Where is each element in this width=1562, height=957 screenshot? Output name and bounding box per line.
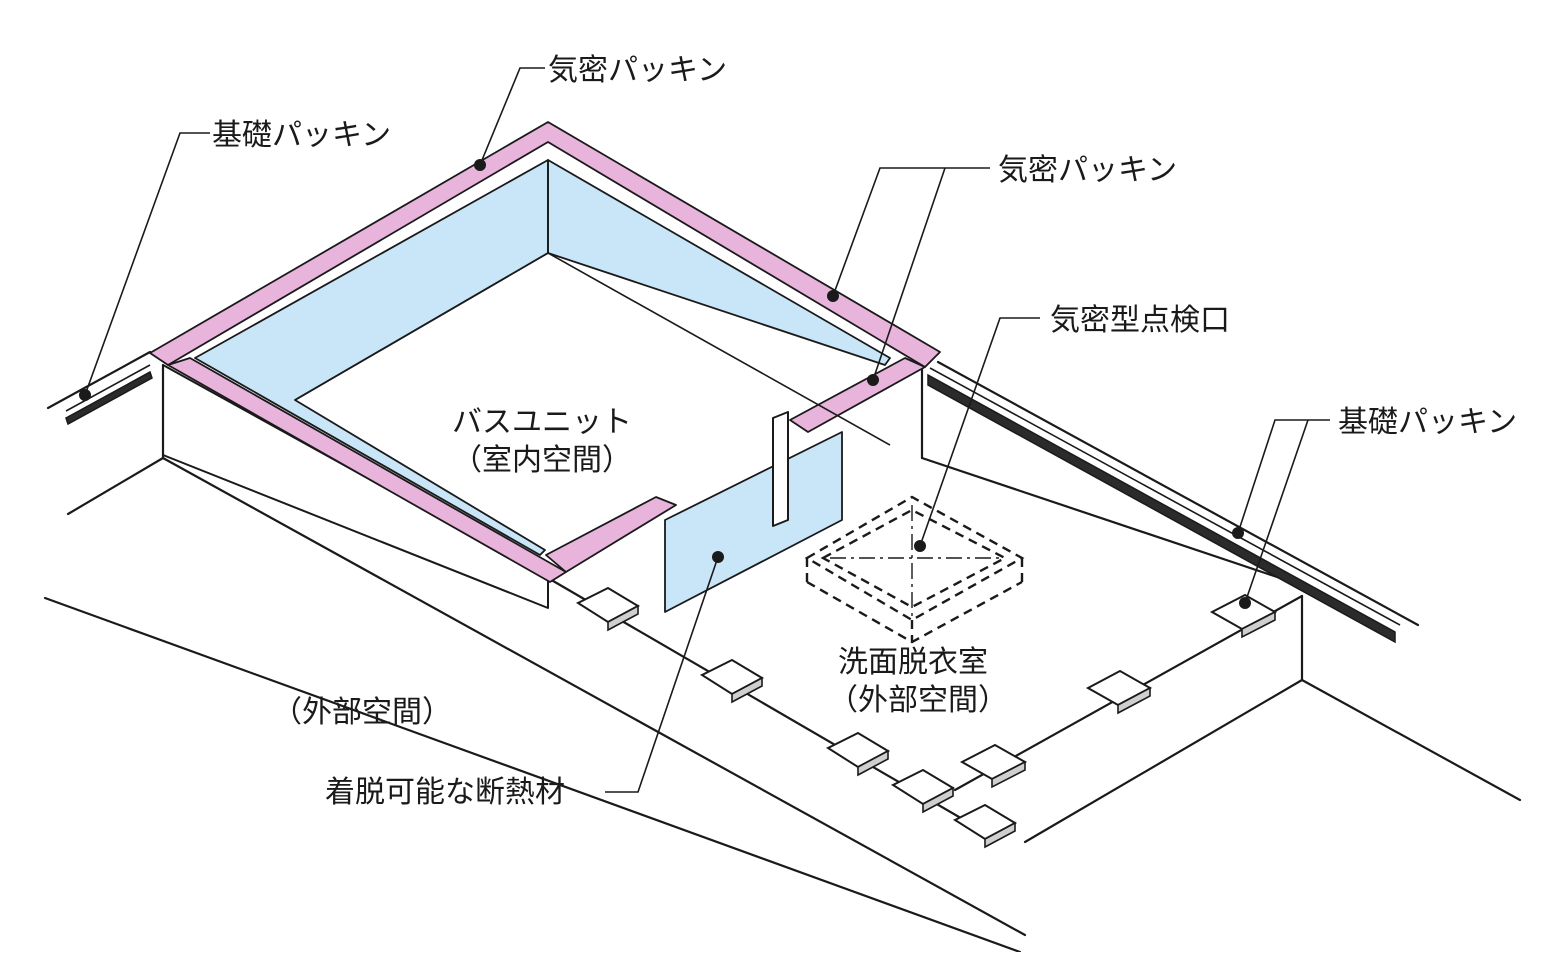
bath-floor-back-right — [547, 252, 891, 446]
inspection-hatch — [804, 495, 1025, 644]
dot-kiso-left — [79, 389, 91, 401]
dot-kimitsu-right-a — [827, 290, 839, 302]
right-outer-edge — [936, 360, 1420, 627]
label-removable-insulation: 着脱可能な断熱材 — [325, 775, 565, 810]
label-kiso-packing-right: 基礎パッキン — [1338, 405, 1517, 440]
dot-inspection — [914, 540, 926, 552]
pad-4 — [890, 768, 956, 814]
leaders — [79, 67, 1330, 793]
dot-kiso-right-a — [1232, 527, 1244, 539]
leader-kiso-left — [84, 132, 210, 396]
leader-insulation — [605, 556, 719, 793]
dot-insulation — [712, 551, 724, 563]
label-bath-unit-space: （室内空間） — [452, 443, 632, 478]
foundation-packing-left — [65, 370, 153, 426]
label-kimitsu-inspection: 気密型点検口 — [1050, 303, 1230, 338]
pad-7 — [1085, 669, 1153, 715]
label-washroom: 洗面脱衣室 — [838, 645, 988, 680]
foundation-pads — [575, 586, 1278, 849]
pad-8 — [1209, 593, 1278, 639]
label-exterior-space: （外部空間） — [272, 695, 452, 730]
label-bath-unit: バスユニット — [452, 405, 632, 440]
ground-line-front — [43, 596, 1022, 954]
foundation-packing-left-top — [65, 364, 151, 412]
insulation-walls — [194, 159, 891, 613]
foundation-packing-strips — [65, 364, 1401, 644]
airtight-packing-front-frame — [545, 496, 677, 573]
left-wall-face — [162, 364, 549, 609]
front-right-bottom — [1023, 678, 1304, 844]
front-long-edge — [161, 456, 1027, 937]
bath-floor-back-left — [294, 252, 549, 401]
leader-kimitsu-right-b — [872, 167, 946, 381]
leader-inspection — [919, 317, 1040, 547]
inner-back-edge — [920, 456, 1282, 580]
pad-6 — [959, 743, 1028, 789]
foundation-packing-right — [927, 373, 1396, 644]
hatch-bottom-dashed — [806, 580, 1023, 644]
dot-kiso-right-b — [1239, 597, 1251, 609]
label-kimitsu-packing-right: 気密パッキン — [998, 153, 1177, 188]
insulation-panel-edge — [772, 411, 789, 527]
label-kimitsu-packing-top: 気密パッキン — [548, 53, 727, 88]
foundation-packing-right-top — [929, 367, 1401, 626]
dot-kimitsu-right-b — [867, 374, 879, 386]
insulation-right-wall — [547, 159, 891, 366]
label-washroom-space: （外部空間） — [828, 683, 1008, 718]
far-right-bottom — [1300, 678, 1522, 802]
label-kiso-packing-left: 基礎パッキン — [212, 118, 391, 153]
leader-kiso-right-b — [1244, 419, 1309, 604]
removable-insulation-panel — [664, 431, 843, 613]
leader-kiso-right-a — [1237, 419, 1330, 534]
leader-kimitsu-right-a — [832, 167, 990, 297]
hatch-inner-dashed — [820, 508, 1008, 609]
pad-3 — [825, 731, 891, 777]
outer-edge-left — [46, 350, 152, 410]
pad-1 — [575, 586, 641, 632]
labels: 基礎パッキン 気密パッキン 気密パッキン 気密型点検口 基礎パッキン バスユニッ… — [212, 53, 1517, 810]
airtight-packing-right-frame — [789, 357, 926, 433]
left-wall-bottom-edge — [66, 456, 165, 516]
dot-kimitsu-top — [474, 159, 486, 171]
pad-5 — [952, 803, 1018, 849]
leader-kimitsu-top — [479, 67, 545, 166]
airtight-packing-frame — [149, 121, 941, 583]
pad-2 — [699, 658, 765, 704]
